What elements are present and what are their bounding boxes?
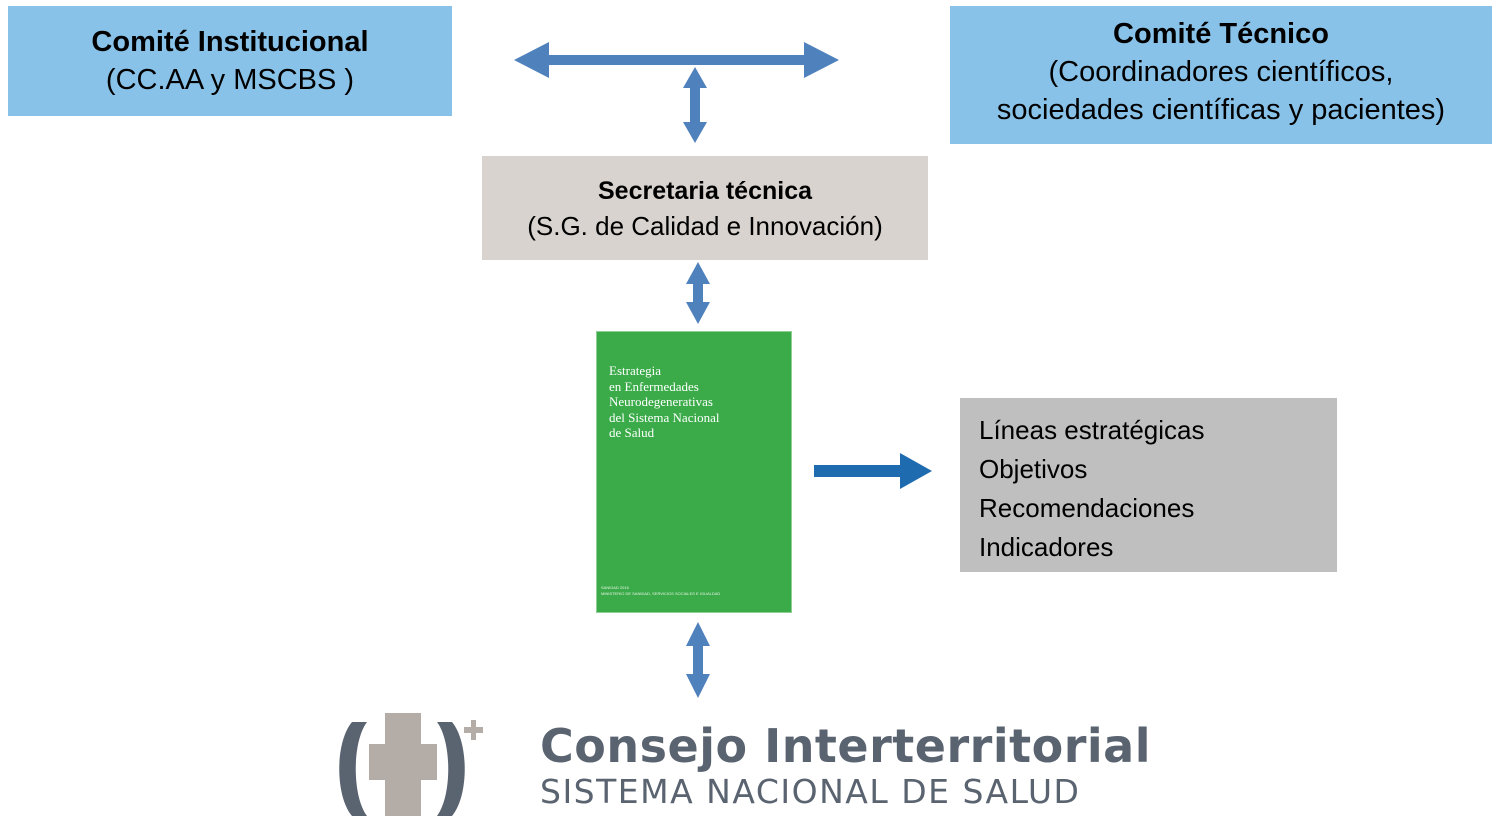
lineas-item: Indicadores — [979, 532, 1114, 562]
cover-footer-line: SANIDAD 2016 — [601, 585, 629, 590]
horizontal-double-arrow — [514, 42, 839, 78]
comite-institucional-subtitle: (CC.AA y MSCBS ) — [105, 64, 355, 96]
vertical-double-arrow-bottom — [686, 622, 710, 698]
comite-tecnico-title: Comité Técnico — [1113, 18, 1329, 50]
cover-title-line: del Sistema Nacional — [609, 409, 720, 425]
comite-institucional-title: Comité Institucional — [91, 26, 369, 58]
vertical-double-arrow-top — [683, 67, 707, 143]
logo-mark-icon — [339, 713, 483, 816]
cover-title-line: Estrategia — [609, 363, 661, 378]
comite-tecnico-subtitle-line1: (Coordinadores científicos, — [1048, 56, 1394, 88]
logo-subtitle: SISTEMA NACIONAL DE SALUD — [540, 772, 1081, 811]
secretaria-subtitle: (S.G. de Calidad e Innovación) — [527, 211, 883, 241]
secretaria-tecnica-box: Secretaria técnica (S.G. de Calidad e In… — [482, 156, 928, 260]
secretaria-title: Secretaria técnica — [597, 177, 813, 205]
lineas-box: Líneas estratégicas Objetivos Recomendac… — [960, 398, 1337, 572]
comite-tecnico-subtitle-line2: sociedades científicas y pacientes) — [996, 94, 1446, 126]
lineas-item: Objetivos — [979, 454, 1088, 484]
logo-name: Consejo Interterritorial — [540, 719, 1151, 773]
comite-institucional-box: Comité Institucional (CC.AA y MSCBS ) — [8, 6, 452, 116]
logo-right-parenthesis-icon — [437, 722, 465, 816]
logo-left-parenthesis-icon — [339, 722, 367, 816]
lineas-item: Líneas estratégicas — [979, 415, 1205, 445]
cover-title-line: de Salud — [609, 425, 655, 440]
lineas-item: Recomendaciones — [979, 493, 1195, 523]
cover-title-line: en Enfermedades — [609, 378, 699, 394]
cover-title-line: Neurodegenerativas — [609, 394, 713, 409]
cover-footer-line: MINISTERIO DE SANIDAD, SERVICIOS SOCIALE… — [601, 591, 721, 596]
cover-title: Estrategia en Enfermedades Neurodegenera… — [609, 363, 784, 441]
comite-tecnico-box: Comité Técnico (Coordinadores científico… — [950, 6, 1492, 144]
strategy-document-cover: Estrategia en Enfermedades Neurodegenera… — [596, 331, 792, 613]
logo-cross-horizontal-icon — [369, 744, 437, 780]
cover-footer: SANIDAD 2016 MINISTERIO DE SANIDAD, SERV… — [601, 585, 787, 597]
right-arrow — [814, 453, 932, 489]
vertical-double-arrow-middle — [686, 262, 710, 324]
logo-small-cross-horizontal-icon — [464, 727, 483, 733]
logo-text: Consejo Interterritorial SISTEMA NACIONA… — [540, 718, 1151, 812]
